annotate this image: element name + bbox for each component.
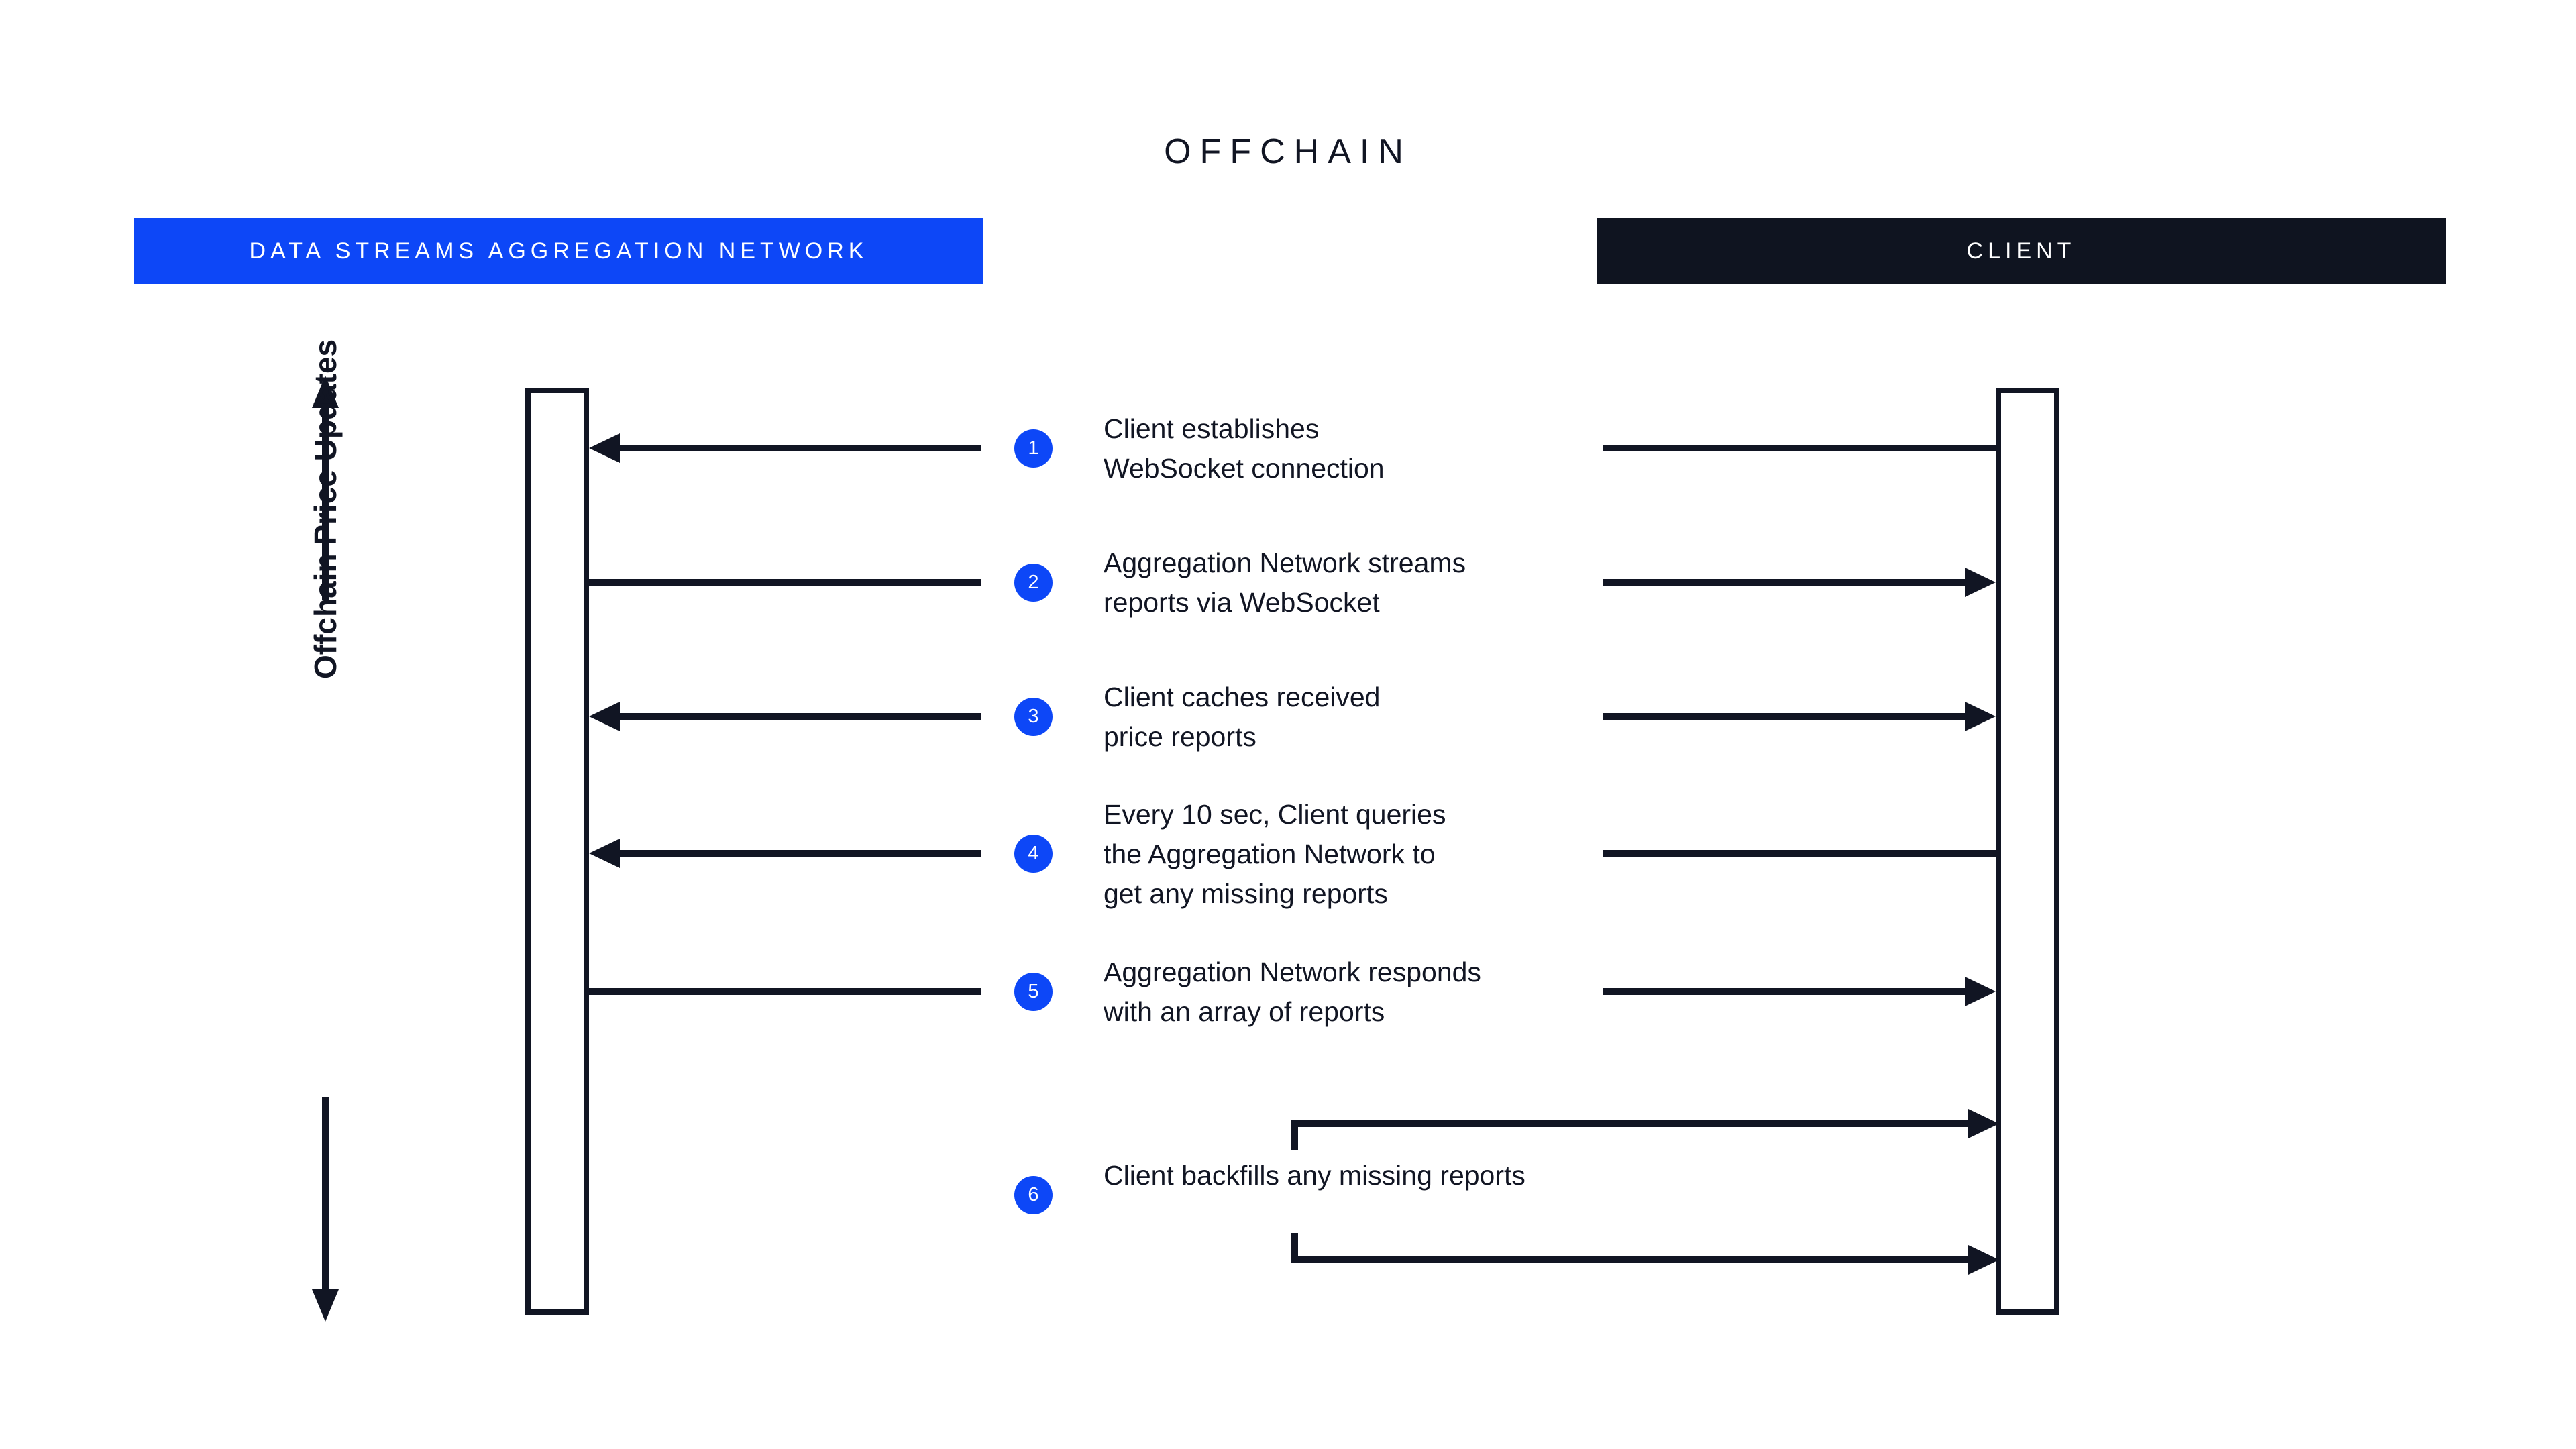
lifeline-aggregation-network [525,388,589,1315]
line-5-from-network [589,971,981,1012]
lane-header-client: CLIENT [1597,218,2446,284]
step-text-5: Aggregation Network responds with an arr… [1104,957,1481,1027]
arrow-4-to-network [589,833,981,873]
arrow-5-to-client [1603,971,1996,1012]
step-badge-2: 2 [1014,564,1053,602]
arrow-3-to-network [589,696,981,737]
step-badge-3: 3 [1014,698,1053,736]
step-badge-6: 6 [1014,1176,1053,1214]
line-1-from-client [1603,428,1996,468]
step-badge-4: 4 [1014,835,1053,873]
step-badge-5: 5 [1014,973,1053,1011]
lifeline-client [1996,388,2059,1315]
arrow-6-self-loop-bottom [1291,1233,1999,1280]
arrow-6-self-loop-top [1291,1104,1999,1150]
step-text-4: Every 10 sec, Client queries the Aggrega… [1104,799,1446,909]
page-title: OFFCHAIN [1164,132,1412,171]
step-text-2: Aggregation Network streams reports via … [1104,547,1466,618]
step-text-3: Client caches received price reports [1104,682,1381,752]
lane-header-label: CLIENT [1966,237,2076,264]
arrow-1-to-network [589,428,981,468]
arrow-3-to-client [1603,696,1996,737]
lane-header-label: DATA STREAMS AGGREGATION NETWORK [249,237,869,264]
step-text-6: Client backfills any missing reports [1104,1160,1525,1191]
offchain-price-updates-label: Offchain Price Updates [308,339,343,679]
line-4-from-client [1603,833,1996,873]
arrow-2-to-client [1603,562,1996,602]
line-2-from-network [589,562,981,602]
lane-header-aggregation-network: DATA STREAMS AGGREGATION NETWORK [134,218,983,284]
offchain-price-updates-axis [305,376,345,1322]
step-text-1: Client establishes WebSocket connection [1104,413,1385,484]
step-badge-1: 1 [1014,429,1053,468]
